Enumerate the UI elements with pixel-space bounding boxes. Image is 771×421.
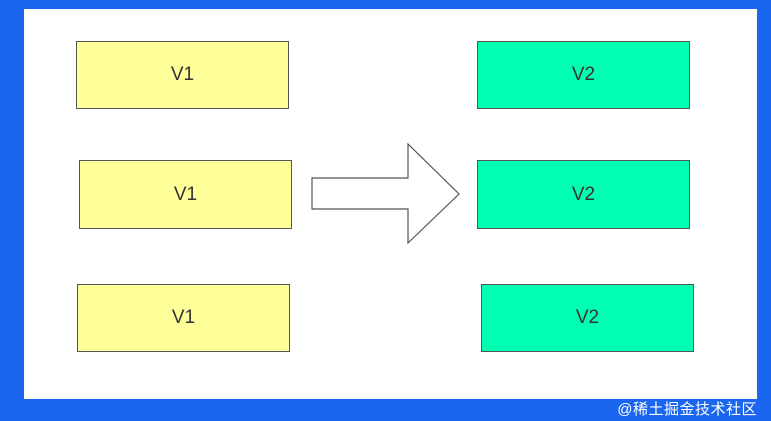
v2-box-bottom: V2: [481, 284, 694, 352]
watermark-text: @稀土掘金技术社区: [617, 401, 757, 418]
v1-box-top: V1: [76, 41, 289, 109]
v2-box-bottom-label: V2: [575, 307, 600, 328]
v1-box-bottom: V1: [77, 284, 290, 352]
diagram-canvas: V1 V1 V1 V2 V2 V2: [24, 9, 757, 399]
v1-box-middle-label: V1: [173, 183, 198, 205]
v2-box-top: V2: [477, 41, 690, 109]
right-arrow-icon: [311, 143, 460, 245]
v1-box-top-label: V1: [170, 64, 195, 85]
v2-box-middle: V2: [477, 160, 690, 229]
v2-box-middle-label: V2: [571, 183, 596, 205]
v1-box-middle: V1: [79, 160, 292, 229]
v2-box-top-label: V2: [571, 64, 596, 85]
v1-box-bottom-label: V1: [171, 307, 196, 328]
